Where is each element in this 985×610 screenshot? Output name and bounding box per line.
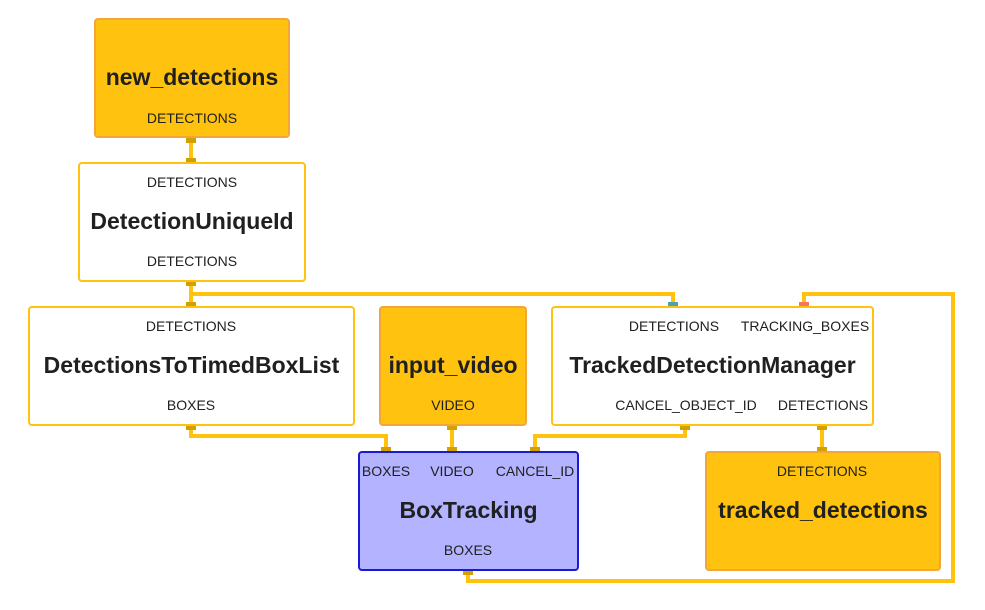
node-new-detections[interactable]: new_detections DETECTIONS (94, 18, 290, 138)
input-port-detections: DETECTIONS (776, 463, 868, 479)
input-port-detections: DETECTIONS (146, 174, 238, 190)
input-port-cancel-id: CANCEL_ID (495, 463, 575, 479)
node-title: tracked_detections (718, 497, 928, 523)
node-detections-to-timed-box-list[interactable]: DETECTIONS DetectionsToTimedBoxList BOXE… (28, 306, 355, 426)
node-tracked-detections[interactable]: DETECTIONS tracked_detections (705, 451, 941, 571)
edge-timed-box-list-to-box-tracking (189, 425, 388, 452)
input-port-detections: DETECTIONS (628, 318, 720, 334)
output-port-video: VIDEO (431, 397, 475, 413)
node-title: DetectionUniqueId (90, 208, 294, 234)
edge-tracked-manager-to-box-tracking (533, 425, 687, 452)
node-detection-unique-id[interactable]: DETECTIONS DetectionUniqueId DETECTIONS (78, 162, 306, 282)
node-box-tracking[interactable]: BOXES VIDEO CANCEL_ID BoxTracking BOXES (358, 451, 579, 571)
node-input-video[interactable]: input_video VIDEO (379, 306, 527, 426)
output-port-boxes: BOXES (166, 397, 216, 413)
node-title: input_video (388, 352, 518, 378)
input-port-video: VIDEO (430, 463, 474, 479)
node-tracked-detection-manager[interactable]: DETECTIONS TRACKING_BOXES TrackedDetecti… (551, 306, 874, 426)
output-port-detections: DETECTIONS (146, 110, 238, 126)
node-title: TrackedDetectionManager (569, 352, 856, 378)
port-marker (186, 133, 196, 143)
output-port-boxes: BOXES (443, 542, 493, 558)
node-title: BoxTracking (399, 497, 538, 523)
node-title: DetectionsToTimedBoxList (43, 352, 340, 378)
output-port-detections: DETECTIONS (777, 397, 869, 413)
input-port-tracking-boxes: TRACKING_BOXES (740, 318, 870, 334)
node-title: new_detections (105, 64, 279, 90)
input-port-boxes: BOXES (361, 463, 411, 479)
edge-box-tracking-back-to-tracked-manager (466, 292, 955, 583)
input-port-detections: DETECTIONS (145, 318, 237, 334)
output-port-cancel-object-id: CANCEL_OBJECT_ID (615, 397, 757, 413)
output-port-detections: DETECTIONS (146, 253, 238, 269)
